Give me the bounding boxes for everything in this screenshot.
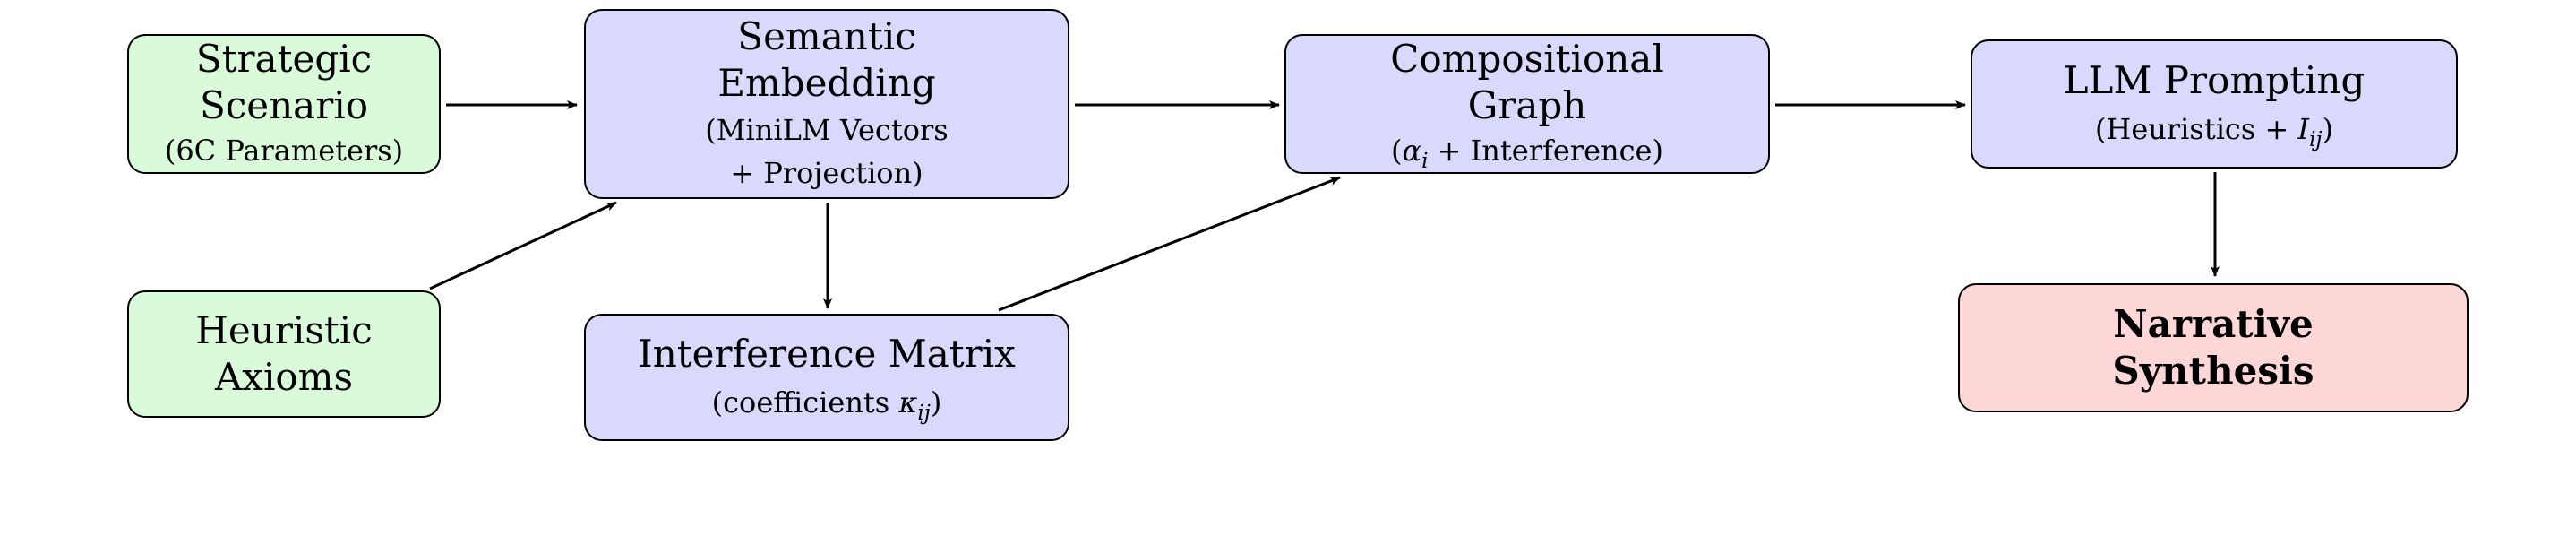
edge-heuristic-to-semantic	[429, 201, 617, 290]
subtitle-prefix: (coefficients	[711, 385, 899, 420]
node-subtitle-line-1: (MiniLM Vectors	[705, 113, 949, 147]
node-subtitle: (Heuristics + Iij)	[2095, 108, 2333, 151]
node-title: Strategic Scenario	[195, 37, 373, 127]
node-subtitle-line-2: + Projection)	[730, 156, 923, 190]
node-title: LLM Prompting	[2063, 58, 2366, 102]
node-subtitle: (6C Parameters)	[164, 134, 404, 168]
kappa-symbol: κ	[898, 385, 918, 420]
subtitle-suffix: )	[2322, 112, 2334, 146]
node-strategic-scenario: Strategic Scenario (6C Parameters)	[127, 34, 441, 174]
node-title: Narrative Synthesis	[2112, 302, 2314, 393]
i-index: ij	[2309, 128, 2323, 152]
node-title: Semantic Embedding	[717, 14, 936, 105]
subtitle-suffix: )	[930, 385, 942, 420]
subtitle-prefix: (Heuristics +	[2094, 112, 2298, 146]
i-symbol: I	[2297, 112, 2310, 146]
node-narrative-synthesis: Narrative Synthesis	[1958, 283, 2469, 412]
node-heuristic-axioms: Heuristic Axioms	[127, 290, 441, 418]
kappa-index: ij	[917, 402, 931, 426]
node-subtitle: (αi + Interference)	[1391, 134, 1663, 174]
node-title: Heuristic Axioms	[195, 308, 373, 399]
node-interference-matrix: Interference Matrix (coefficients κij)	[584, 314, 1069, 441]
subtitle-suffix: + Interference)	[1428, 134, 1663, 168]
node-title: Interference Matrix	[638, 332, 1016, 376]
edge-interference-to-compositional	[998, 176, 1341, 312]
node-llm-prompting: LLM Prompting (Heuristics + Iij)	[1971, 39, 2458, 169]
alpha-symbol: α	[1402, 134, 1422, 168]
node-subtitle: (coefficients κij)	[712, 381, 942, 424]
node-compositional-graph: Compositional Graph (αi + Interference)	[1284, 34, 1770, 174]
alpha-index: i	[1421, 150, 1429, 174]
node-semantic-embedding: Semantic Embedding (MiniLM Vectors + Pro…	[584, 9, 1069, 199]
node-title: Compositional Graph	[1390, 37, 1664, 127]
